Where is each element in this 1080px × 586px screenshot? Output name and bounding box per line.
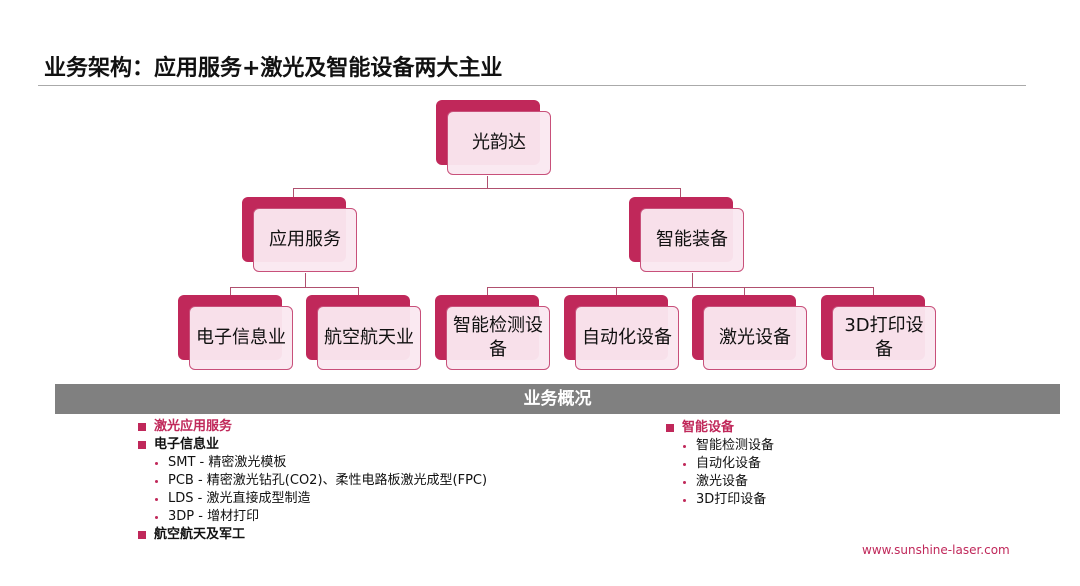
connector: [230, 287, 231, 295]
node-electronics: 电子信息业: [178, 295, 293, 370]
section-bar: 业务概况: [55, 384, 1060, 414]
node-laser: 激光设备: [692, 295, 807, 370]
website-link[interactable]: www.sunshine-laser.com: [862, 543, 1010, 557]
node-aerospace: 航空航天业: [306, 295, 421, 370]
list-heading: 电子信息业: [138, 436, 487, 454]
connector: [744, 287, 745, 295]
page-title: 业务架构：应用服务+激光及智能设备两大主业: [44, 56, 503, 81]
node-label: 电子信息业: [189, 306, 293, 370]
connector: [680, 188, 681, 197]
connector: [293, 188, 294, 197]
connector: [487, 287, 488, 295]
connector: [230, 287, 359, 288]
connector: [305, 273, 306, 287]
node-3d-printing: 3D打印设备: [821, 295, 936, 370]
connector: [873, 287, 874, 295]
list-heading: 激光应用服务: [138, 418, 487, 436]
list-item: PCB - 精密激光钻孔(CO2)、柔性电路板激光成型(FPC): [138, 472, 487, 490]
node-label: 激光设备: [703, 306, 807, 370]
left-list: 激光应用服务 电子信息业 SMT - 精密激光模板 PCB - 精密激光钻孔(C…: [138, 418, 487, 544]
connector: [616, 287, 617, 295]
node-automation: 自动化设备: [564, 295, 679, 370]
title-divider: [38, 85, 1026, 86]
list-item: LDS - 激光直接成型制造: [138, 490, 487, 508]
node-inspection: 智能检测设备: [435, 295, 550, 370]
list-item: SMT - 精密激光模板: [138, 454, 487, 472]
list-item: 3D打印设备: [666, 491, 774, 509]
node-label: 航空航天业: [317, 306, 421, 370]
right-list: 智能设备 智能检测设备 自动化设备 激光设备 3D打印设备: [666, 419, 774, 509]
node-label: 应用服务: [253, 208, 357, 272]
connector: [293, 188, 681, 189]
node-label: 智能检测设备: [446, 306, 550, 370]
node-application-services: 应用服务: [242, 197, 357, 272]
list-item: 自动化设备: [666, 455, 774, 473]
list-item: 智能检测设备: [666, 437, 774, 455]
connector: [692, 273, 693, 287]
list-item: 3DP - 增材打印: [138, 508, 487, 526]
list-item: 激光设备: [666, 473, 774, 491]
node-label: 自动化设备: [575, 306, 679, 370]
node-smart-equipment: 智能装备: [629, 197, 744, 272]
node-root: 光韵达: [436, 100, 551, 175]
connector: [487, 287, 874, 288]
list-heading: 智能设备: [666, 419, 774, 437]
connector: [358, 287, 359, 295]
node-label: 光韵达: [447, 111, 551, 175]
list-heading: 航空航天及军工: [138, 526, 487, 544]
node-label: 智能装备: [640, 208, 744, 272]
node-label: 3D打印设备: [832, 306, 936, 370]
connector: [487, 176, 488, 188]
